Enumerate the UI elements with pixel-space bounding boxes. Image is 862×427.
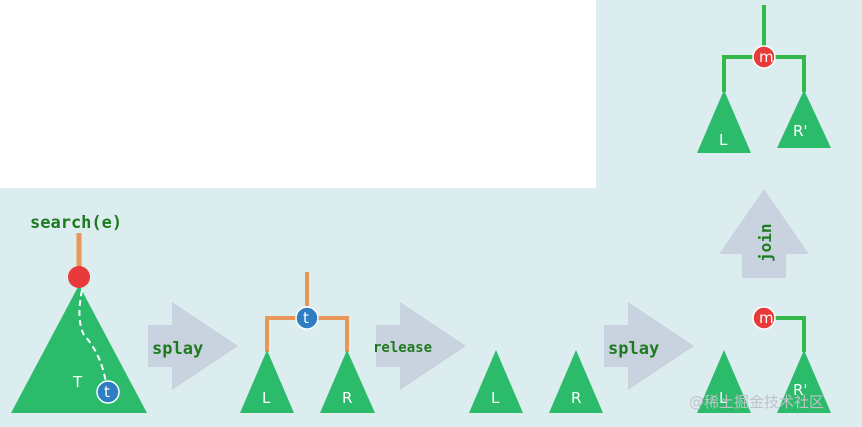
tree-Rp-4-label: R' <box>793 381 808 399</box>
m-right-edge-4 <box>764 316 806 352</box>
splay-arrow-2 <box>604 302 694 390</box>
m-node-4-label: m <box>759 309 774 327</box>
target-node-label: t <box>104 383 110 401</box>
m-node-5-label: m <box>759 48 774 66</box>
tree-L-2-label: L <box>262 389 271 407</box>
target-node <box>96 380 120 404</box>
m-right-edge-5 <box>764 55 806 92</box>
tree-L-5-label: L <box>719 131 728 149</box>
tree-T <box>11 285 147 413</box>
tree-Rp-5 <box>777 90 831 148</box>
splay-label-1: splay <box>152 339 203 359</box>
m-left-edge-5 <box>722 55 764 92</box>
tree-R-2 <box>320 350 375 413</box>
tree-Rp-4 <box>777 350 831 413</box>
tree-L-4 <box>697 350 751 413</box>
join-arrow <box>719 189 809 278</box>
splay-label-2: splay <box>608 339 659 359</box>
m-node-5 <box>752 45 776 69</box>
tree-L-2 <box>240 350 294 413</box>
tree-L-3 <box>469 350 523 413</box>
tree-L-5 <box>697 90 751 153</box>
tree-R-3-label: R <box>571 389 581 407</box>
tree-R-3 <box>549 350 603 413</box>
tree-Rp-5-label: R' <box>793 122 808 140</box>
search-path <box>78 289 107 385</box>
watermark: @稀土掘金技术社区 <box>689 393 824 411</box>
release-label: release <box>373 340 432 356</box>
root-node <box>68 266 90 288</box>
t-root-label: t <box>303 309 309 327</box>
release-arrow <box>376 302 466 390</box>
join-label: join <box>756 223 775 262</box>
t-left-edge <box>265 316 307 352</box>
search-label: search(e) <box>30 213 122 233</box>
t-right-edge <box>307 316 349 352</box>
t-root-node <box>295 306 319 330</box>
tree-T-label: T <box>72 373 83 391</box>
tree-L-3-label: L <box>491 389 500 407</box>
tree-R-2-label: R <box>342 389 352 407</box>
background-panel-top-right <box>596 0 862 190</box>
tree-L-4-label: L <box>719 389 728 407</box>
m-node-4 <box>752 306 776 330</box>
splay-arrow-1 <box>148 302 238 390</box>
